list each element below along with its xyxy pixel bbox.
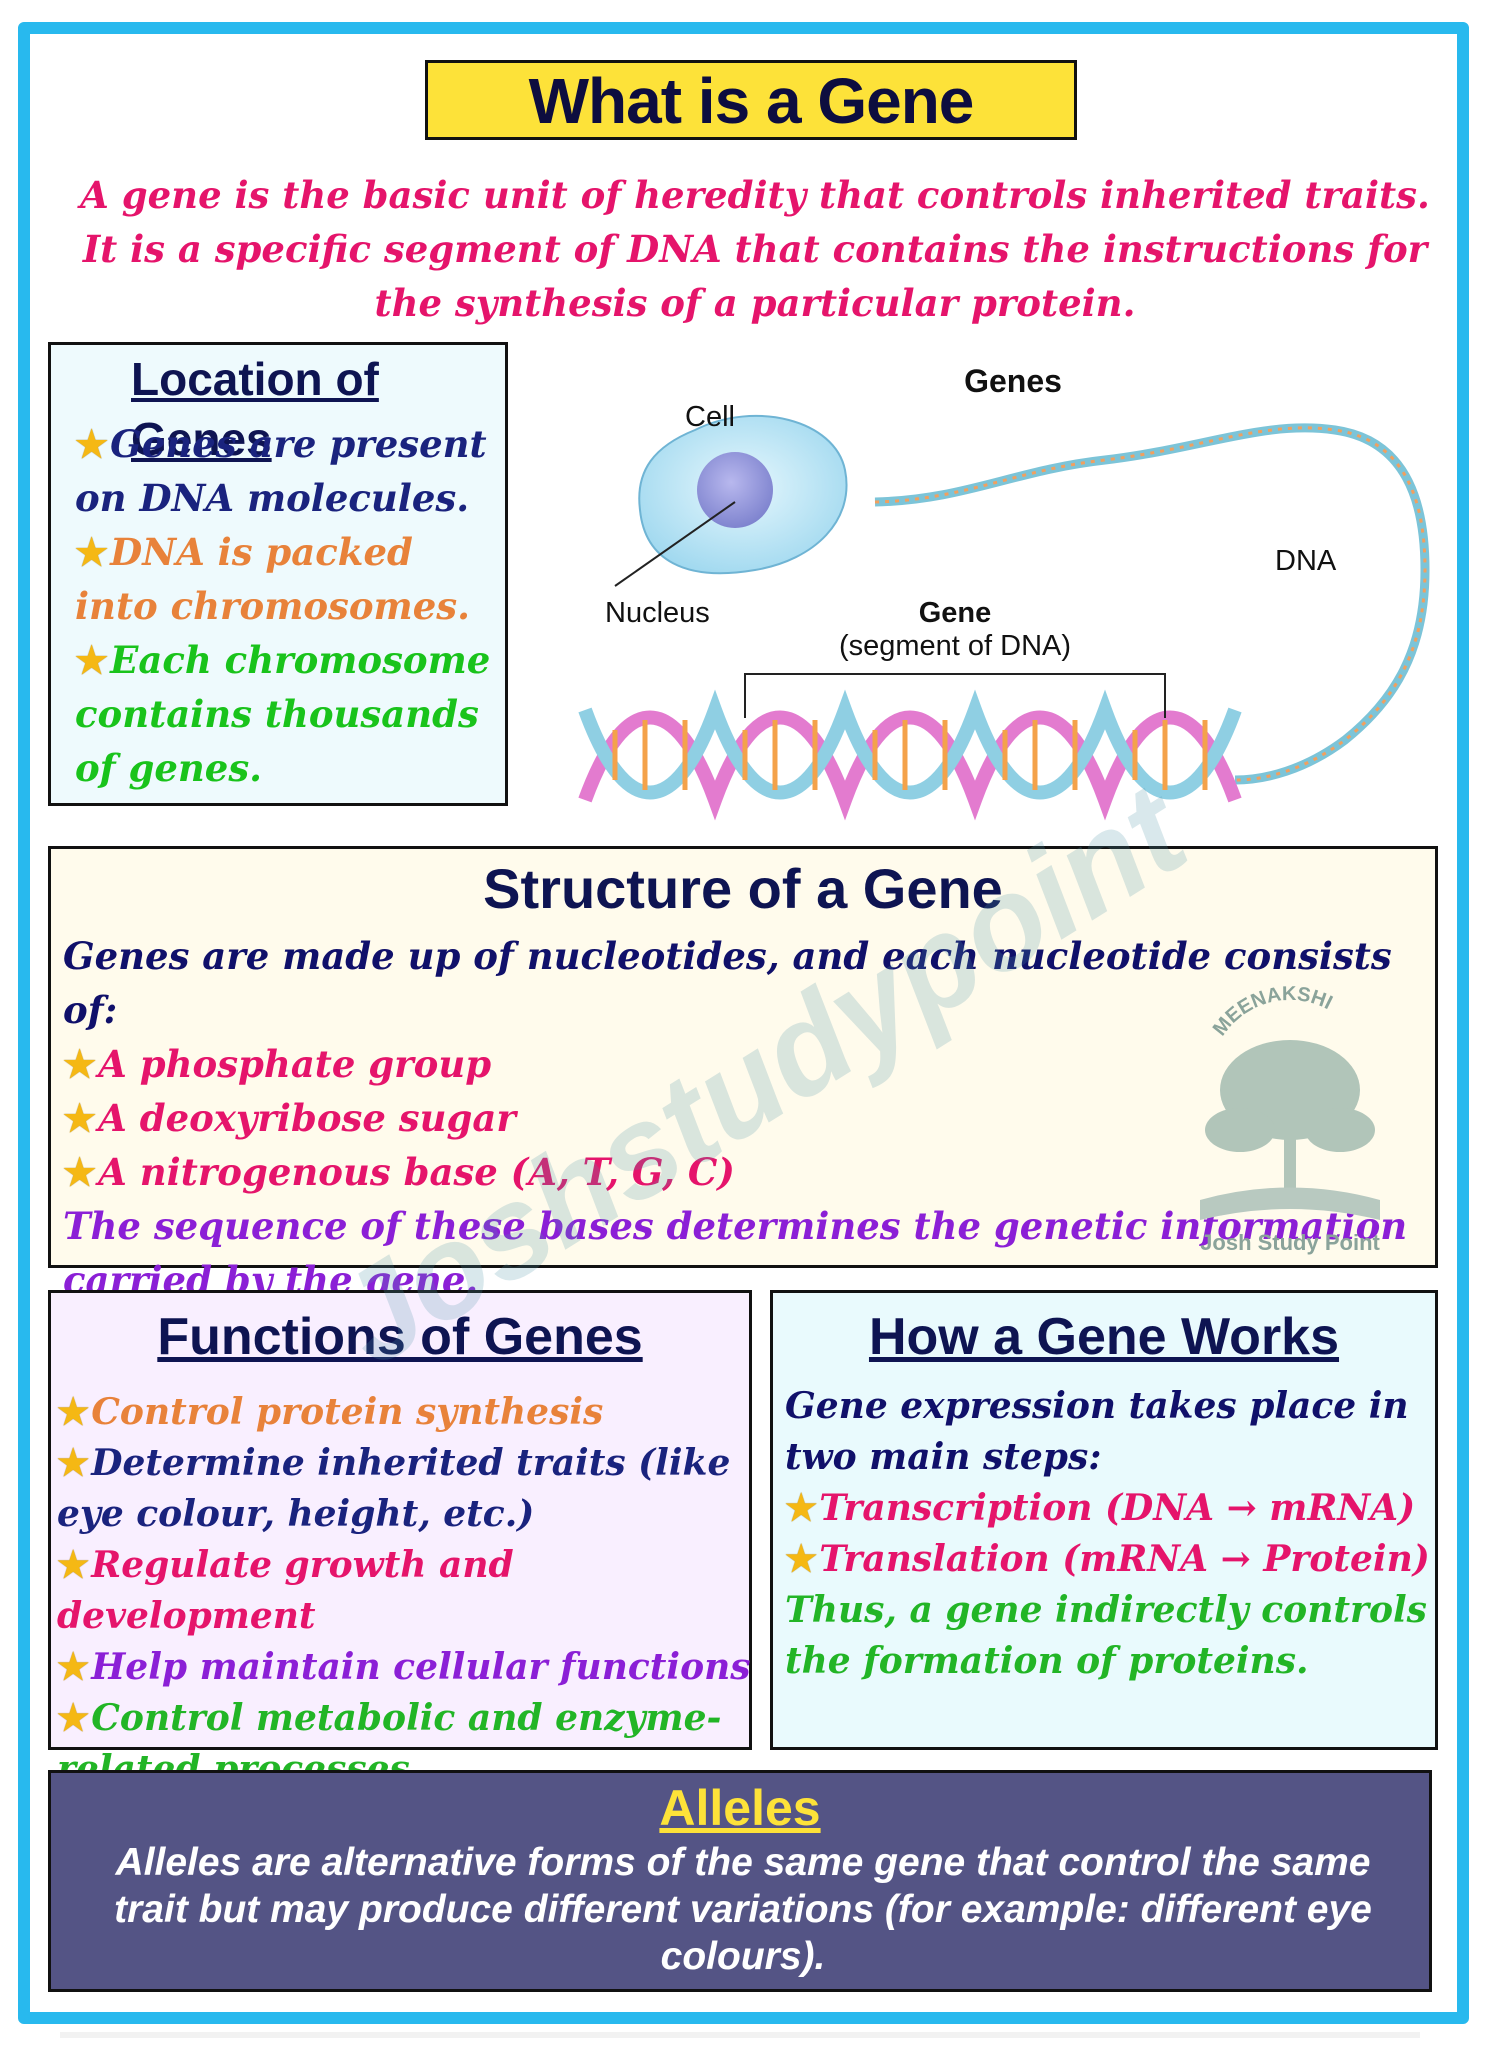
location-list: ★Genes are present on DNA molecules. ★DN… — [75, 417, 505, 795]
star-icon: ★ — [785, 1538, 818, 1580]
book-icon — [1200, 1187, 1380, 1220]
footer-divider — [60, 2032, 1420, 2038]
nucleus-pointer — [614, 501, 736, 587]
alleles-heading: Alleles — [659, 1780, 821, 1836]
gene-bracket — [744, 673, 1166, 718]
alleles-text: Alleles are alternative forms of the sam… — [114, 1841, 1372, 1978]
list-item: ★Transcription (DNA → mRNA) — [785, 1483, 1435, 1534]
page-title: What is a Gene — [528, 65, 975, 137]
list-item: ★A phosphate group — [63, 1037, 1433, 1091]
dna-label: DNA — [1275, 545, 1337, 577]
star-icon: ★ — [63, 1042, 97, 1086]
logo-name: Josh Study Point — [1200, 1230, 1380, 1255]
gene-sub-label: (segment of DNA) — [839, 630, 1071, 662]
structure-intro: Genes are made up of nucleotides, and ea… — [63, 934, 1392, 1032]
genes-label: Genes — [964, 363, 1062, 399]
svg-text:MEENAKSHI: MEENAKSHI — [1209, 983, 1336, 1040]
location-heading: Location of Genes — [131, 353, 379, 465]
star-icon: ★ — [785, 1487, 818, 1529]
location-box: Location of Genes ★Genes are present on … — [48, 342, 508, 806]
list-item: ★Control protein synthesis — [57, 1387, 753, 1438]
logo-arc-text: MEENAKSHI — [1209, 983, 1336, 1040]
star-icon: ★ — [57, 1544, 90, 1586]
dna-strand — [874, 423, 1430, 785]
josh-study-point-logo: MEENAKSHI Josh Study Point — [1200, 983, 1381, 1255]
list-item: ★Translation (mRNA → Protein) — [785, 1534, 1435, 1585]
list-item: ★Control metabolic and enzyme-related pr… — [57, 1693, 753, 1795]
helix-strand-b — [578, 689, 1242, 800]
nucleus-label: Nucleus — [605, 597, 710, 629]
how-intro: Gene expression takes place in two main … — [785, 1385, 1409, 1478]
list-item: ★DNA is packed into chromosomes. — [75, 525, 505, 633]
functions-heading: Functions of Genes — [157, 1308, 643, 1366]
star-icon: ★ — [57, 1697, 90, 1739]
list-item: ★Determine inherited traits (like eye co… — [57, 1438, 753, 1540]
star-icon: ★ — [57, 1391, 90, 1433]
list-item: ★A deoxyribose sugar — [63, 1091, 1433, 1145]
tree-icon — [1205, 1040, 1375, 1200]
nucleus-shape — [697, 452, 773, 528]
helix-base-pairs — [612, 720, 1208, 790]
functions-box: Functions of Genes ★Control protein synt… — [48, 1290, 752, 1790]
star-icon: ★ — [63, 1096, 97, 1140]
list-item: ★Help maintain cellular functions — [57, 1642, 753, 1693]
alleles-box: Alleles Alleles are alternative forms of… — [48, 1770, 1432, 1992]
list-item: ★A nitrogenous base (A, T, G, C) — [63, 1145, 1433, 1199]
star-icon: ★ — [57, 1646, 90, 1688]
star-icon: ★ — [57, 1442, 90, 1484]
helix-strand-a — [578, 710, 1242, 821]
how-body: Gene expression takes place in two main … — [785, 1381, 1435, 1687]
title-banner: What is a Gene — [425, 60, 1077, 140]
list-item: ★Genes are present on DNA molecules. — [75, 417, 505, 525]
how-box: How a Gene Works Gene expression takes p… — [770, 1290, 1438, 1750]
star-icon: ★ — [75, 422, 109, 466]
list-item: ★Each chromosome contains thousands of g… — [75, 633, 505, 795]
list-item: ★Regulate growth and development — [57, 1540, 753, 1642]
structure-heading: Structure of a Gene — [483, 857, 1003, 920]
star-icon: ★ — [63, 1150, 97, 1194]
functions-list: ★Control protein synthesis ★Determine in… — [57, 1387, 753, 1795]
how-heading: How a Gene Works — [868, 1308, 1340, 1366]
gene-diagram: Genes Cell Nucleus DNA Gene (segment of … — [578, 363, 1430, 821]
star-icon: ★ — [75, 530, 109, 574]
cell-label: Cell — [685, 401, 735, 433]
gene-label: Gene — [919, 597, 992, 629]
how-closing: Thus, a gene indirectly controls the for… — [785, 1589, 1427, 1682]
star-icon: ★ — [75, 638, 109, 682]
intro-definition: A gene is the basic unit of heredity tha… — [80, 173, 1430, 325]
